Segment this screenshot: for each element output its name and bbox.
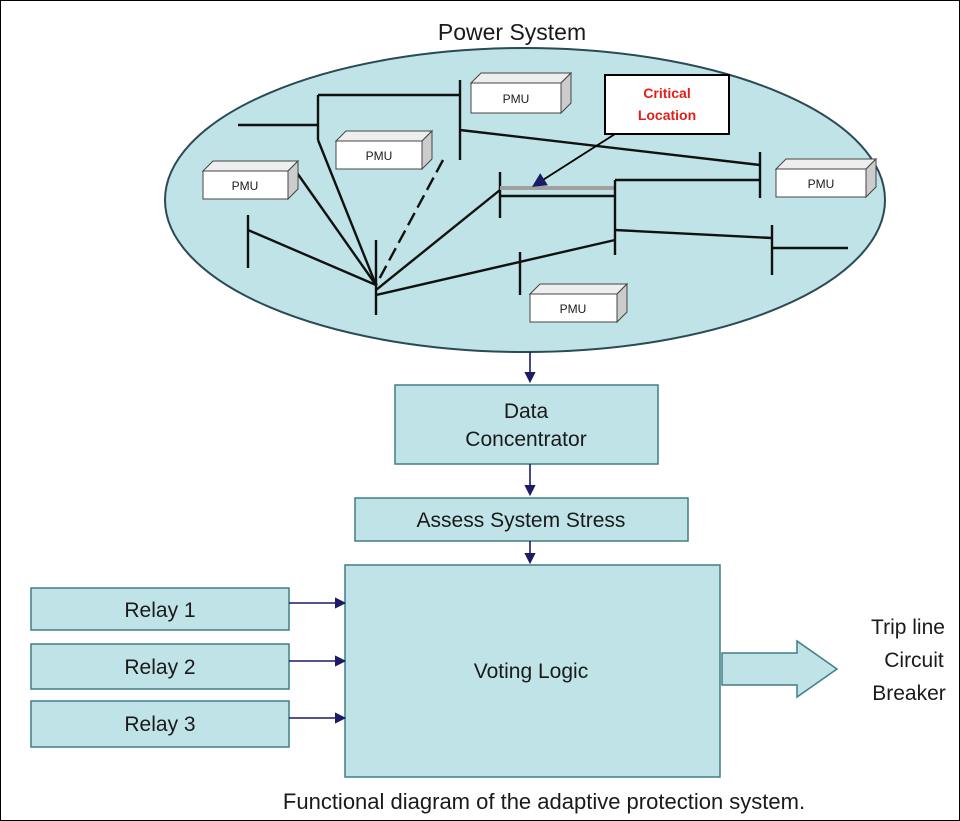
critical-label-line1: Critical [643, 85, 690, 101]
pmu-label: PMU [232, 179, 259, 193]
pmu-box: PMU [334, 129, 434, 171]
output-line2: Circuit [884, 649, 944, 672]
data-concentrator-line1: Data [504, 400, 549, 423]
pmu-box: PMU [774, 157, 878, 199]
data-concentrator-line2: Concentrator [465, 428, 586, 451]
pmu-box: PMU [201, 159, 300, 201]
critical-pointer-arrow [531, 133, 616, 187]
data-concentrator-box [394, 384, 659, 465]
output-block-arrow [721, 639, 839, 699]
critical-label-line2: Location [638, 107, 696, 123]
pmu-label: PMU [503, 92, 530, 106]
assess-stress-label: Assess System Stress [417, 509, 626, 532]
critical-location-callout: Critical Location [531, 74, 730, 187]
figure-caption: Functional diagram of the adaptive prote… [283, 789, 805, 814]
network-lines [238, 80, 848, 315]
relay-1-box [30, 587, 290, 631]
relay-3-box [30, 700, 290, 748]
output-line1: Trip line [871, 616, 945, 639]
pmu-box: PMU [528, 282, 629, 324]
relay-3-label: Relay 3 [124, 713, 195, 736]
relay-1-label: Relay 1 [124, 599, 195, 622]
relay-2-label: Relay 2 [124, 656, 195, 679]
pmu-box: PMU [469, 71, 573, 115]
pmu-label: PMU [366, 149, 393, 163]
power-system-title: Power System [438, 19, 586, 45]
relay-2-box [30, 643, 290, 690]
output-line3: Breaker [872, 682, 946, 705]
assess-stress-box [354, 497, 689, 542]
pmu-label: PMU [560, 302, 587, 316]
voting-logic-box [344, 564, 721, 778]
voting-logic-label: Voting Logic [474, 660, 588, 683]
pmu-label: PMU [808, 177, 835, 191]
